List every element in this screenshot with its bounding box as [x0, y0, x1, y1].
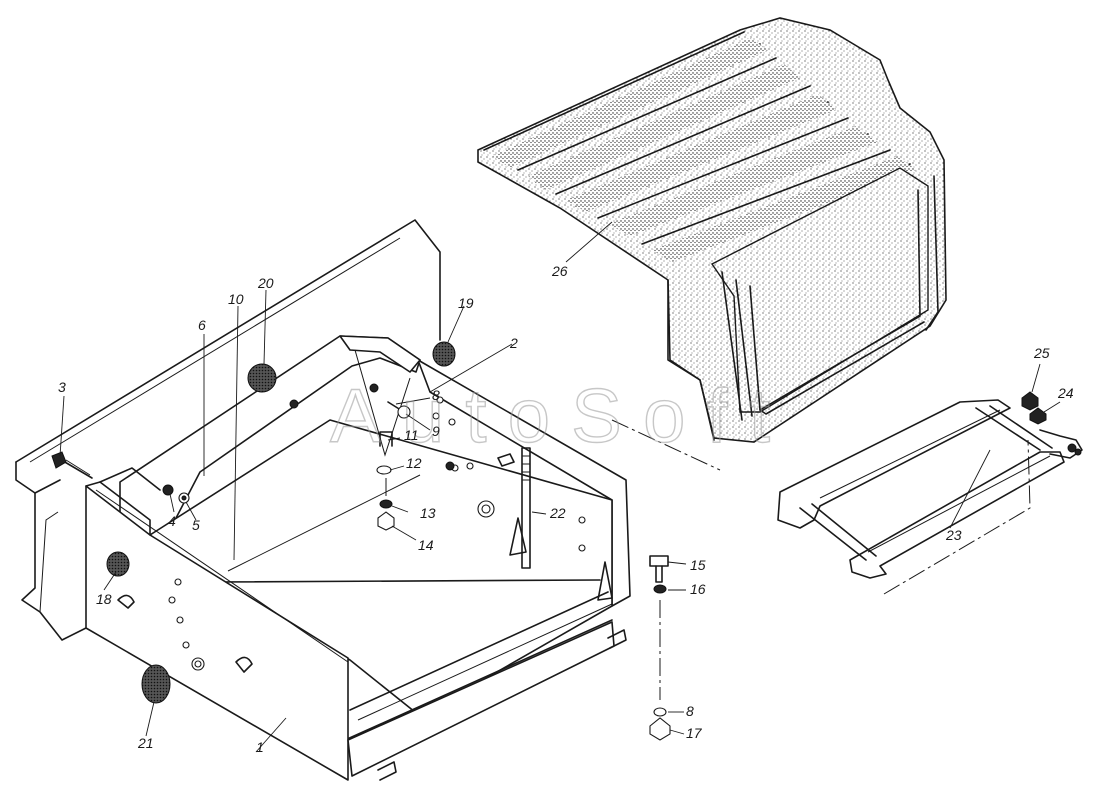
callout-8-upper: 8: [432, 387, 440, 403]
callout-4: 4: [168, 513, 176, 529]
callout-26: 26: [551, 263, 568, 279]
callout-2: 2: [509, 335, 518, 351]
callout-25: 25: [1033, 345, 1050, 361]
fasteners: [51, 341, 1047, 741]
hold-down-frame: [777, 399, 1083, 579]
callout-20: 20: [257, 275, 274, 291]
callout-9: 9: [432, 423, 440, 439]
callout-12: 12: [406, 455, 422, 471]
callout-22: 22: [549, 505, 566, 521]
callout-3: 3: [58, 379, 66, 395]
callout-10: 10: [228, 291, 244, 307]
callout-18: 18: [96, 591, 112, 607]
callout-16: 16: [690, 581, 706, 597]
callout-21: 21: [137, 735, 154, 751]
callout-11: 11: [404, 427, 419, 443]
callout-1: 1: [256, 739, 264, 755]
callout-6: 6: [198, 317, 206, 333]
callout-17: 17: [686, 725, 703, 741]
callout-13: 13: [420, 505, 436, 521]
battery-cover: [477, 17, 947, 443]
battery-box: [85, 335, 631, 781]
callout-23: 23: [945, 527, 962, 543]
callout-15: 15: [690, 557, 706, 573]
callout-19: 19: [458, 295, 474, 311]
callout-8-lower: 8: [686, 703, 694, 719]
assembly-lines: [385, 419, 1031, 700]
leader-lines: [59, 221, 1061, 753]
callout-5: 5: [192, 517, 200, 533]
callout-24: 24: [1057, 385, 1074, 401]
callout-14: 14: [418, 537, 434, 553]
callout-labels: 1 2 3 4 5 6 8 8 9 10 11 12 13 14 15 16 1…: [58, 263, 1074, 755]
frame-side-member: [15, 219, 441, 641]
